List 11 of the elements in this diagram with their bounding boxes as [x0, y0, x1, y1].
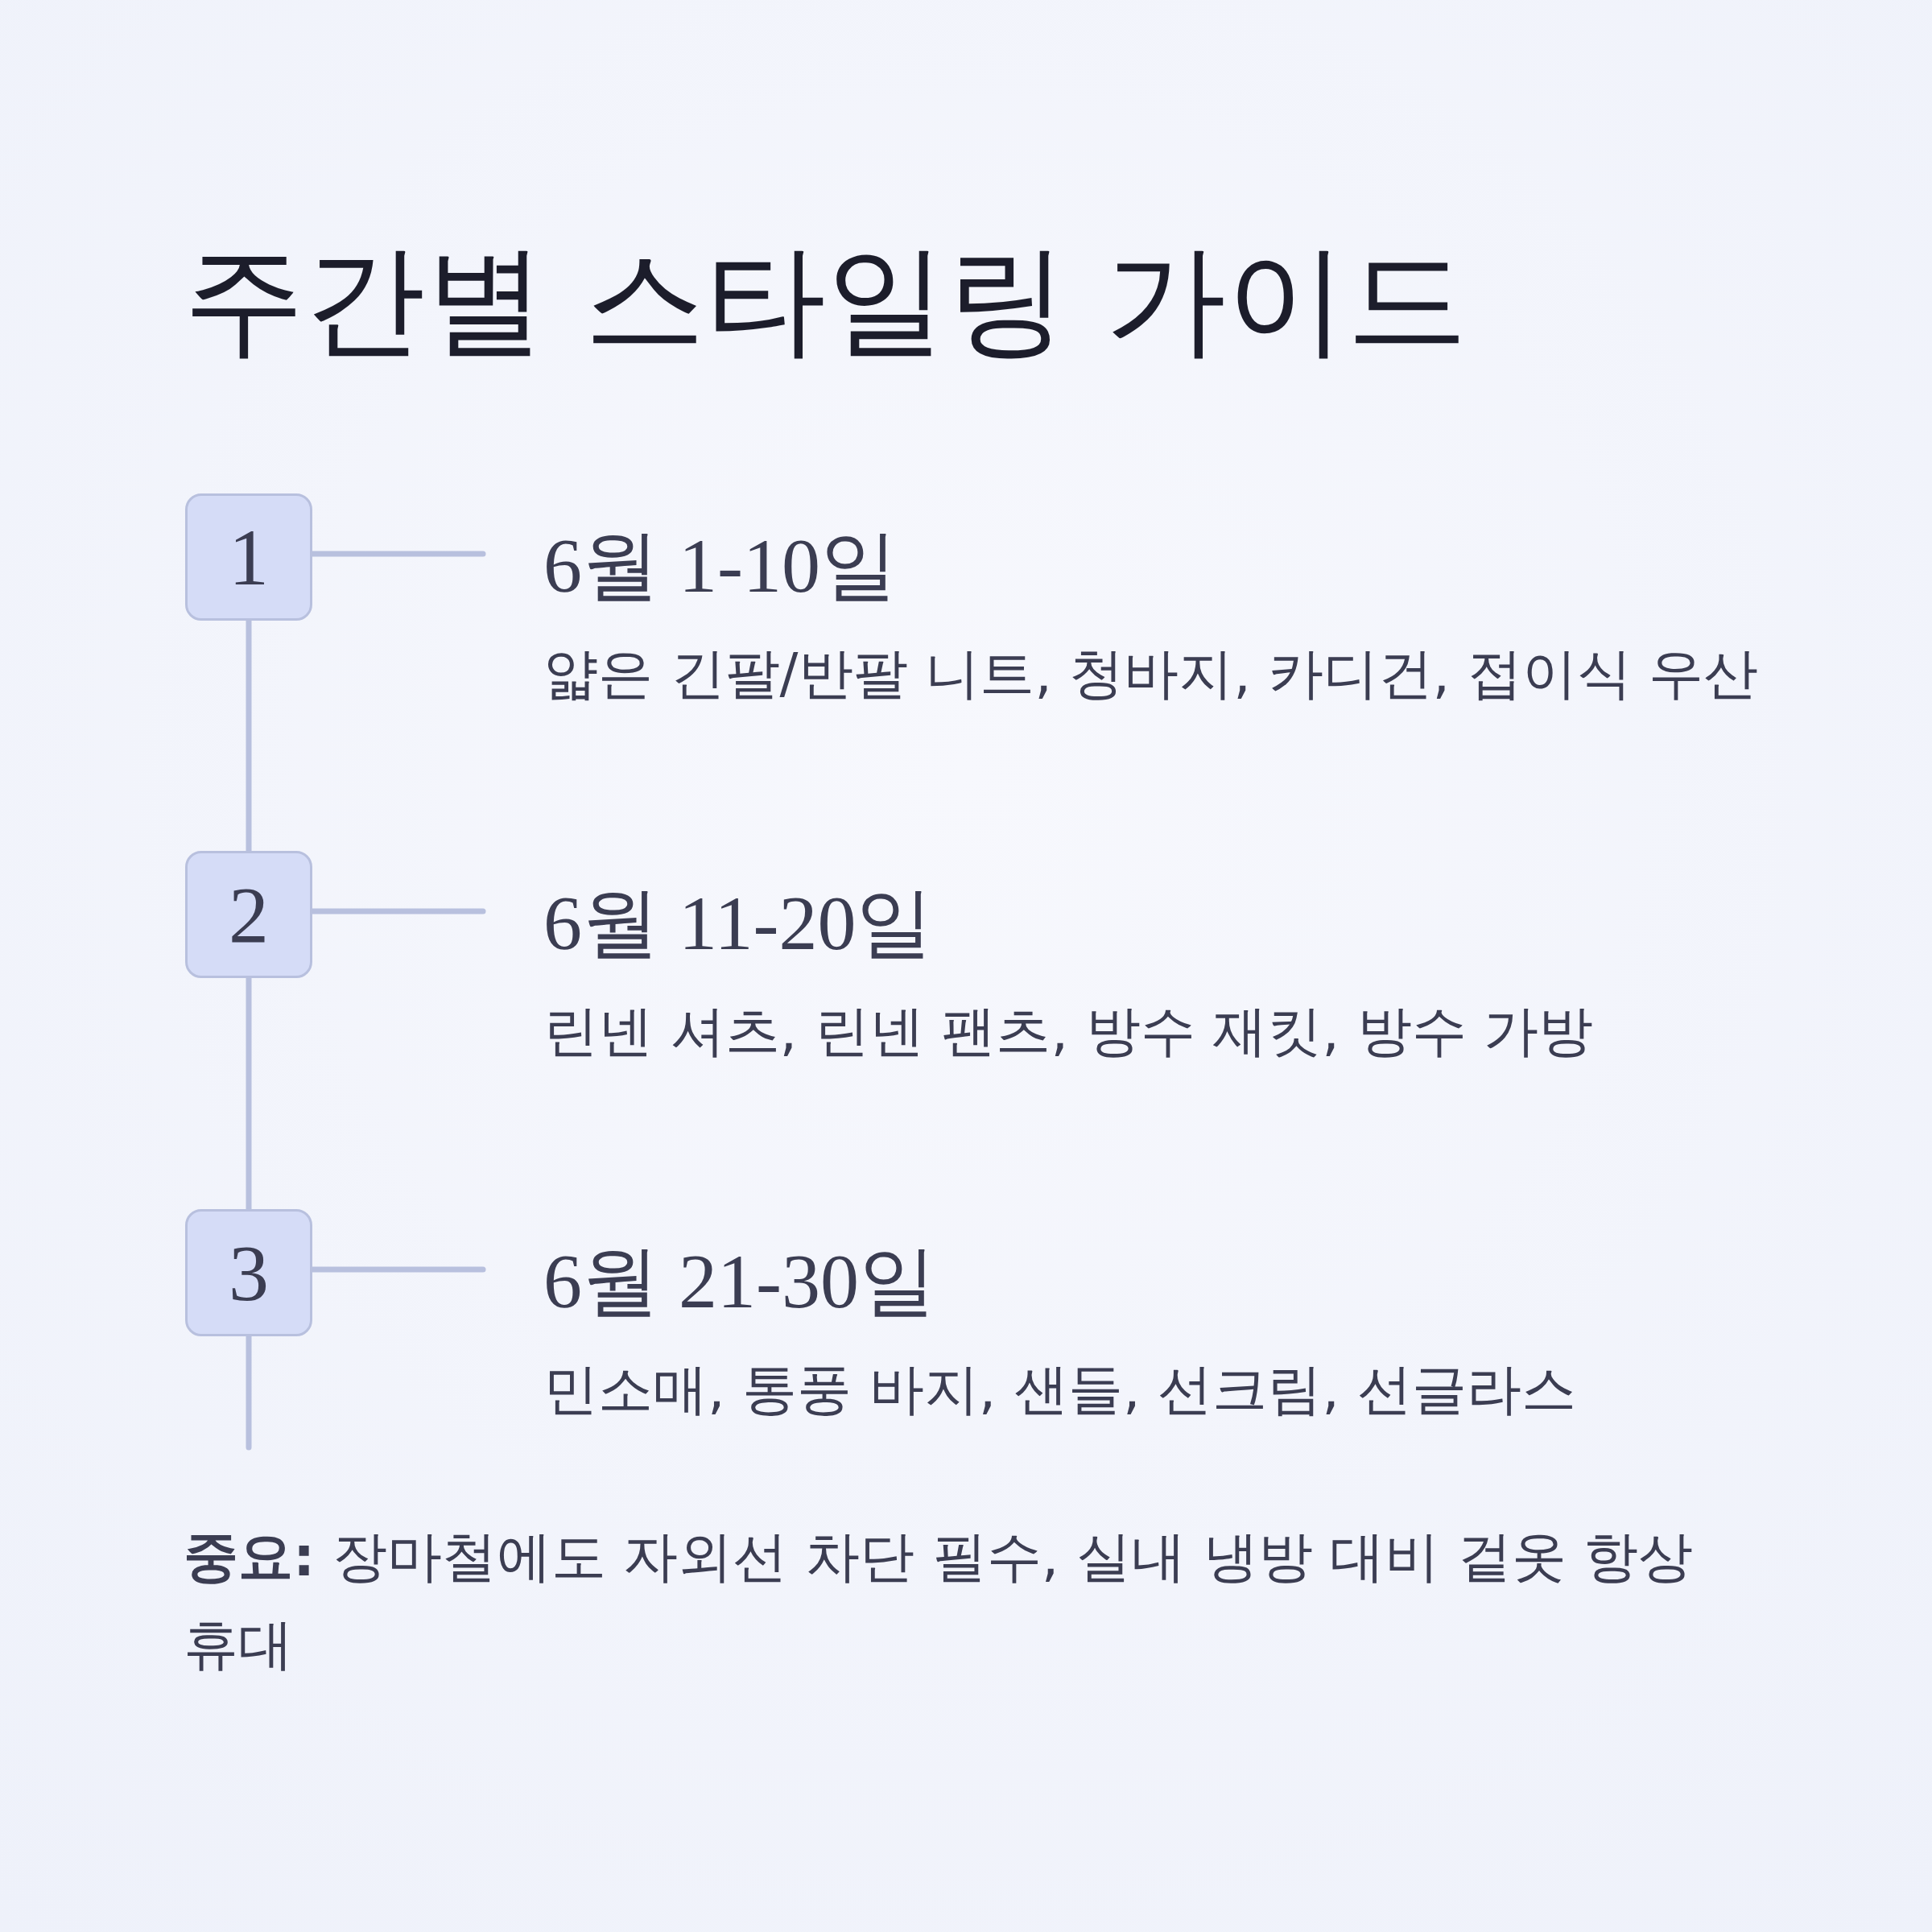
note: 중요: 장마철에도 자외선 차단 필수, 실내 냉방 대비 겉옷 항상 휴대 [184, 1524, 1695, 1678]
outfit-items: 린넨 셔츠, 린넨 팬츠, 방수 재킷, 방수 가방 [543, 997, 1594, 1064]
outfit-items: 얇은 긴팔/반팔 니트, 청바지, 카디건, 접이식 우산 [543, 640, 1759, 707]
period-heading: 6월 11-20일 [543, 881, 934, 966]
period-heading: 6월 1-10일 [543, 523, 898, 609]
step-number-box: 2 [185, 851, 312, 978]
title: 주간별 스타일링 가이드 [184, 233, 1468, 366]
step-number-box: 1 [185, 493, 312, 621]
period-heading: 6월 21-30일 [543, 1239, 936, 1324]
outfit-items: 민소매, 통풍 바지, 샌들, 선크림, 선글라스 [543, 1356, 1576, 1422]
step-number-box: 3 [185, 1209, 312, 1336]
